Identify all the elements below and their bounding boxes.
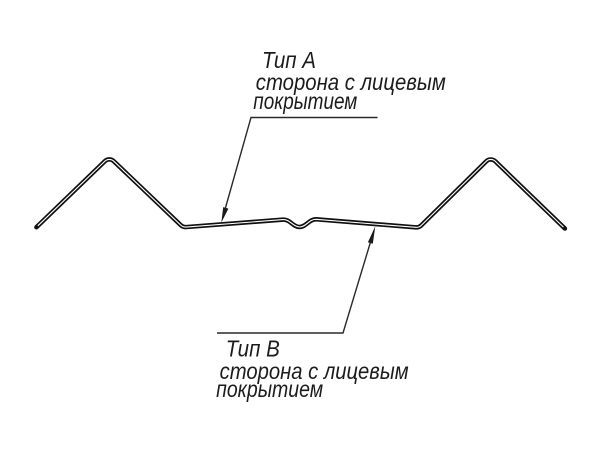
svg-text:сторона с лицевым: сторона с лицевым xyxy=(220,358,409,384)
svg-text:покрытием: покрытием xyxy=(253,88,357,114)
svg-text:сторона с лицевым: сторона с лицевым xyxy=(256,69,446,95)
svg-text:Тип А: Тип А xyxy=(262,47,316,73)
svg-text:Тип В: Тип В xyxy=(226,336,280,362)
svg-text:покрытием: покрытием xyxy=(216,376,323,402)
